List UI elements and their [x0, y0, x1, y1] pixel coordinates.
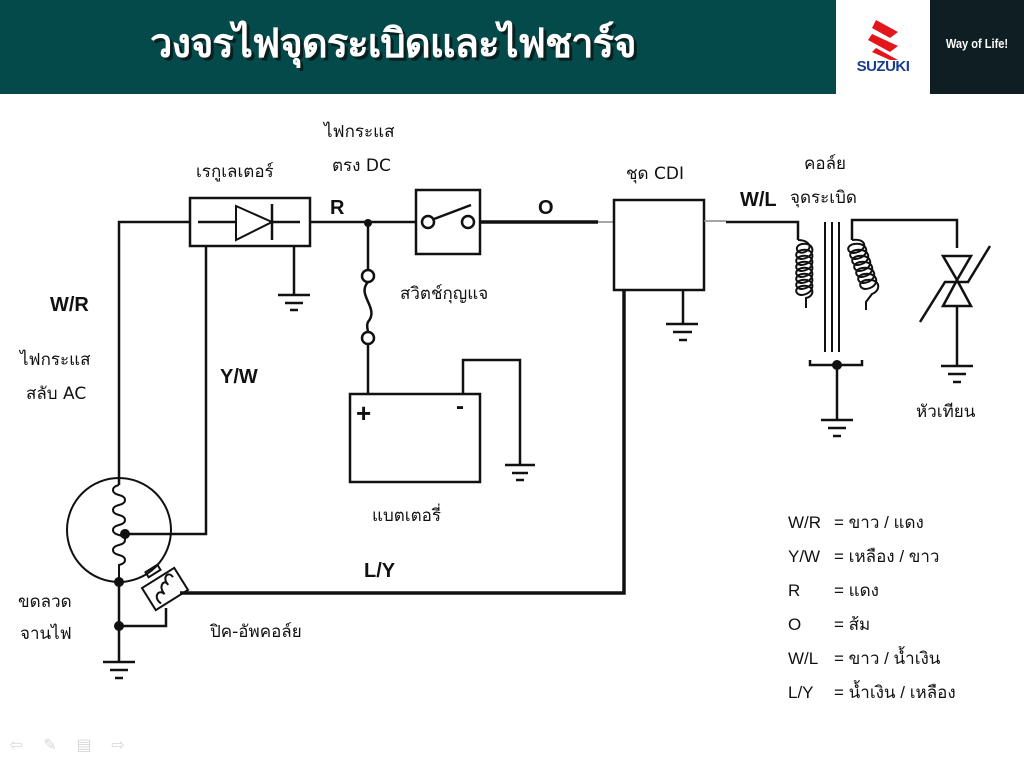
color-legend: W/R= ขาว / แดง Y/W= เหลือง / ขาว R= แดง … [788, 512, 956, 716]
label-pickup-coil: ปิค-อัพคอล์ย [210, 622, 302, 642]
label-key-switch: สวิตช์กุญแจ [400, 284, 489, 304]
pickup-coil [140, 563, 190, 612]
suzuki-logo: SUZUKI [836, 0, 930, 94]
legend-meaning: = เหลือง / ขาว [834, 547, 940, 566]
wire-label-o: O [538, 197, 554, 219]
label-ac-line1: ไฟกระแส [20, 350, 91, 370]
stator [66, 477, 172, 680]
label-ac-line2: สลับ AC [26, 384, 87, 404]
legend-code: W/L [788, 649, 819, 668]
slogan-panel: Way of Life! [930, 0, 1024, 94]
arrow-right-icon[interactable]: ⇨ [111, 735, 125, 754]
regulator [188, 196, 312, 248]
legend-row: W/L = ขาว / น้ำเงิน [788, 648, 956, 682]
label-cdi: ชุด CDI [626, 164, 684, 184]
wire-wl [726, 220, 800, 240]
legend-row: R = แดง [788, 580, 956, 614]
wire-label-r: R [330, 197, 345, 219]
wire-wr [117, 220, 190, 485]
battery-plus: + [356, 398, 372, 428]
label-dc-line1: ไฟกระแส [324, 122, 395, 142]
wire-yw [125, 246, 208, 536]
legend-row: O = ส้ม [788, 614, 956, 648]
cdi-unit [612, 198, 726, 342]
wire-label-yw: Y/W [220, 366, 258, 388]
ignition-coil [795, 218, 959, 438]
legend-meaning: = น้ำเงิน / เหลือง [834, 683, 956, 702]
label-stator-line1: ขดลวด [18, 592, 72, 612]
menu-icon[interactable]: ▤ [76, 735, 92, 754]
suzuki-s-icon [868, 20, 898, 60]
legend-code: O [788, 615, 802, 634]
pen-icon[interactable]: ✎ [43, 735, 57, 754]
label-stator-line2: จานไฟ [20, 624, 72, 644]
header-band: วงจรไฟจุดระเบิดและไฟชาร์จ SUZUKI Way of … [0, 0, 1024, 94]
legend-meaning: = แดง [834, 581, 879, 600]
legend-meaning: = ส้ม [834, 615, 871, 634]
label-battery: แบตเตอรี่ [372, 506, 441, 526]
fuse [360, 223, 376, 394]
spark-plug [918, 245, 992, 384]
legend-code: Y/W [788, 547, 821, 566]
label-coil-line1: คอล์ย [804, 154, 846, 174]
legend-meaning: = ขาว / แดง [834, 513, 924, 532]
label-regulator: เรกูเลเตอร์ [196, 162, 274, 182]
label-dc-line2: ตรง DC [332, 156, 391, 176]
wire-label-wl: W/L [740, 189, 777, 211]
label-coil-line2: จุดระเบิด [790, 188, 857, 208]
legend-row: W/R = ขาว / แดง [788, 512, 956, 546]
battery-minus: - [456, 393, 464, 420]
slogan-text: Way of Life! [945, 36, 1009, 51]
key-switch [414, 188, 482, 256]
legend-code: R [788, 581, 801, 600]
legend-row: Y/W = เหลือง / ขาว [788, 546, 956, 580]
slide-nav: ⇦ ✎ ▤ ⇨ [6, 736, 128, 754]
legend-meaning: = ขาว / น้ำเงิน [834, 649, 941, 668]
arrow-left-icon[interactable]: ⇦ [9, 735, 23, 754]
slide-title: วงจรไฟจุดระเบิดและไฟชาร์จ [150, 21, 637, 67]
wire-label-ly: L/Y [364, 560, 396, 582]
battery [348, 358, 535, 484]
legend-row: L/Y = น้ำเงิน / เหลือง [788, 682, 956, 716]
legend-code: L/Y [788, 683, 814, 702]
wire-ly [180, 290, 626, 595]
circuit-diagram [66, 188, 992, 680]
legend-code: W/R [788, 513, 822, 532]
brand-name: SUZUKI [856, 58, 910, 75]
label-spark-plug: หัวเทียน [916, 402, 976, 422]
wire-label-wr: W/R [50, 294, 89, 316]
ground-regulator [278, 246, 310, 312]
